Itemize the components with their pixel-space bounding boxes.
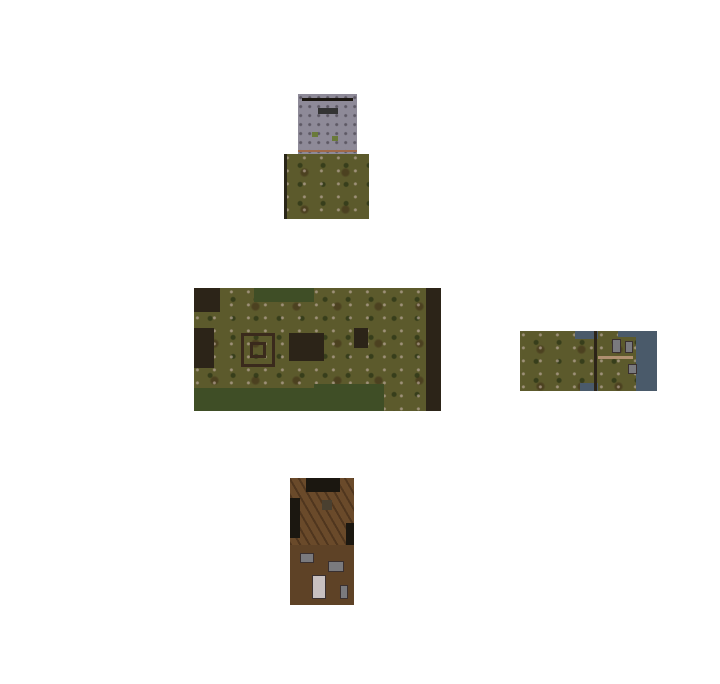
rocky-outcrop [194, 328, 214, 368]
water [636, 331, 657, 391]
rocky-outcrop [354, 328, 368, 348]
central-plains-tile[interactable] [194, 288, 441, 411]
house [328, 561, 344, 572]
stone-circle-outer [241, 333, 275, 367]
water [618, 331, 638, 337]
eastern-coast-west-tile[interactable] [520, 331, 598, 391]
fence [594, 331, 597, 391]
north-grassland-tile[interactable] [284, 154, 369, 219]
forest-patch [194, 388, 314, 411]
cave-shadow [290, 498, 300, 538]
southern-village-tile[interactable] [290, 545, 354, 605]
stone-fortress-tile[interactable] [298, 94, 357, 154]
water [575, 331, 598, 339]
rocky-outcrop [289, 333, 324, 361]
cave-shadow [346, 523, 354, 545]
cave-shadow [306, 478, 340, 492]
courtyard-plot [332, 136, 338, 141]
road [598, 356, 633, 359]
forest-patch [314, 384, 384, 411]
house [612, 339, 621, 353]
fortress-keep [318, 108, 338, 114]
courtyard-plot [312, 132, 318, 137]
stone-circle-inner [250, 342, 266, 358]
house [625, 341, 633, 353]
house [300, 553, 314, 563]
shrine [322, 500, 332, 510]
house [628, 364, 637, 374]
house [340, 585, 348, 599]
eastern-ridge [426, 288, 441, 411]
eastern-coast-east-tile[interactable] [598, 331, 657, 391]
fortress-edge [298, 150, 357, 152]
fortress-wall [302, 98, 353, 101]
temple [312, 575, 326, 599]
cliff-edge [284, 154, 287, 219]
water [580, 383, 598, 391]
forest-patch [254, 288, 314, 302]
rocky-outcrop [194, 288, 220, 312]
southern-dark-tile[interactable] [290, 478, 354, 545]
